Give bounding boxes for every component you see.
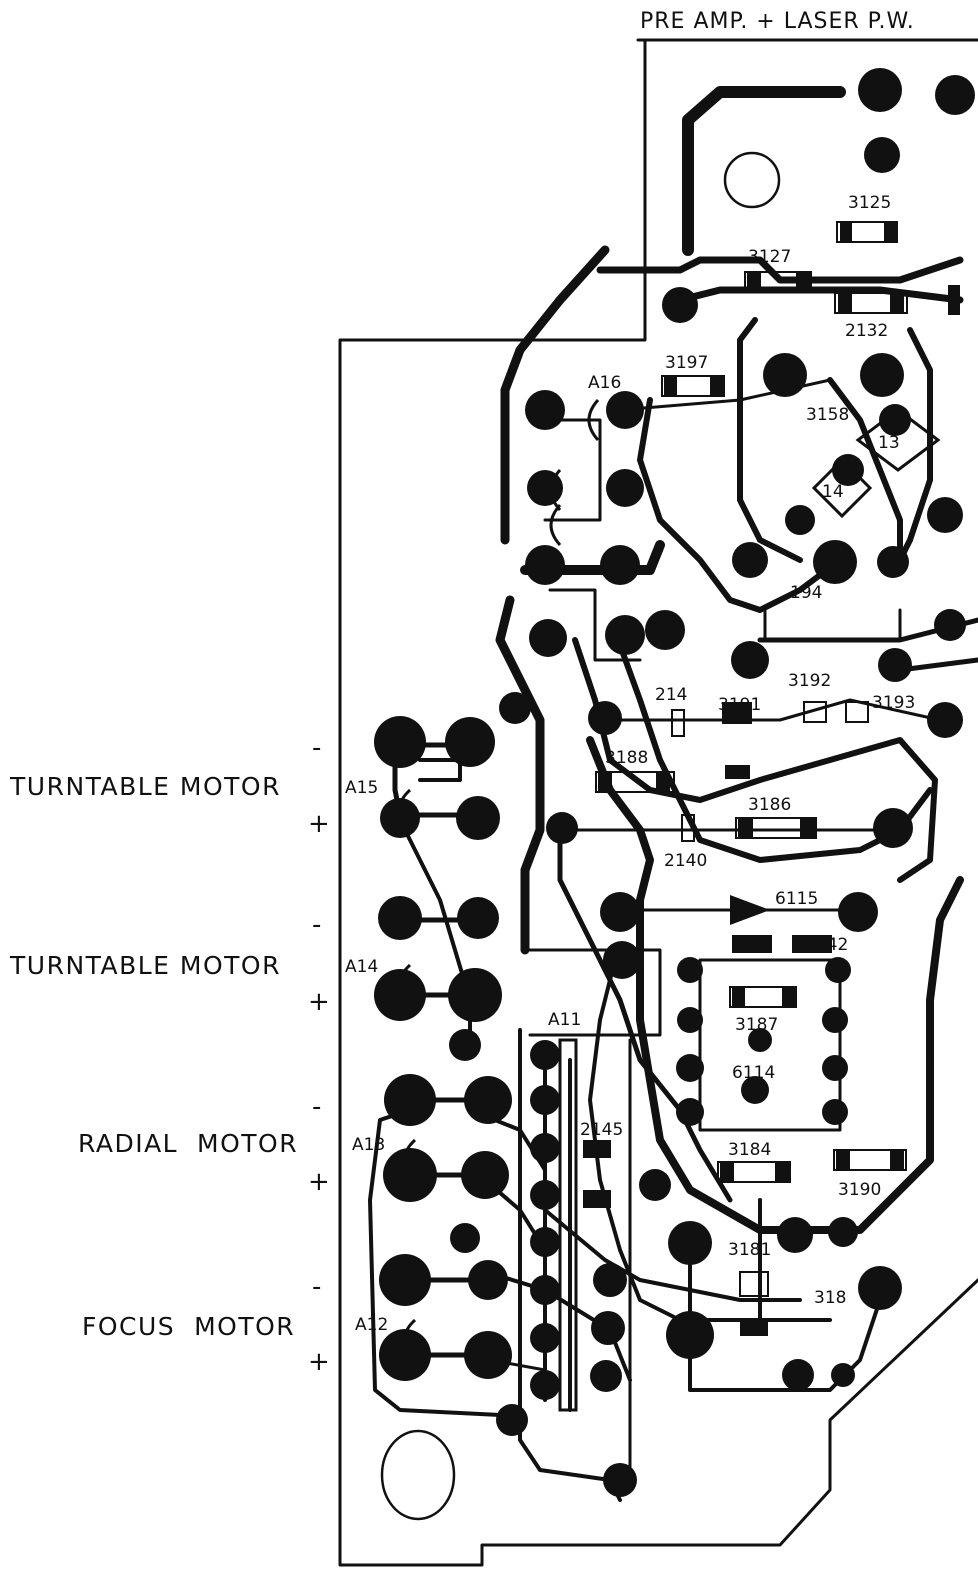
ref-13: 13 (878, 433, 900, 453)
smd-components (558, 221, 960, 1412)
a14-id: A14 (345, 957, 378, 977)
ref-214: 214 (655, 685, 687, 705)
ref-2140: 2140 (664, 851, 707, 871)
a14-minus: - (312, 910, 321, 940)
ref-2132: 2132 (845, 321, 888, 341)
ref-3197: 3197 (665, 353, 708, 373)
a13-plus: + (308, 1167, 330, 1197)
a13-id: A13 (352, 1135, 385, 1155)
ref-3192: 3192 (788, 671, 831, 691)
ref-a16: A16 (588, 373, 621, 393)
solder-pads (374, 68, 975, 1497)
board-title: PRE AMP. + LASER P.W. (640, 9, 915, 34)
a12-minus: - (312, 1272, 321, 1302)
ref-3193: 3193 (872, 693, 915, 713)
connector-label-a12: - FOCUS MOTOR A12 + (82, 1272, 388, 1377)
ref-2145: 2145 (580, 1120, 623, 1140)
ref-2142: 2142 (805, 935, 848, 955)
ref-6115: 6115 (775, 889, 818, 909)
ref-3187: 3187 (735, 1015, 778, 1035)
a12-id: A12 (355, 1315, 388, 1335)
a15-plus: + (308, 809, 330, 839)
mounting-hole (380, 1429, 456, 1521)
ref-6114: 6114 (732, 1063, 775, 1083)
ref-3191: 3191 (718, 695, 761, 715)
a12-name: FOCUS MOTOR (82, 1312, 295, 1341)
ref-3158: 3158 (806, 405, 849, 425)
ref-3127: 3127 (748, 247, 791, 267)
ref-3188: 3188 (605, 748, 648, 768)
ref-a11: A11 (548, 1010, 581, 1030)
ref-3190: 3190 (838, 1180, 881, 1200)
ref-3125: 3125 (848, 193, 891, 213)
a15-id: A15 (345, 778, 378, 798)
connector-label-a13: - RADIAL MOTOR A13 + (78, 1092, 385, 1197)
ref-14: 14 (822, 482, 844, 502)
a13-minus: - (312, 1092, 321, 1122)
a13-name: RADIAL MOTOR (78, 1129, 298, 1158)
board-outline (338, 38, 978, 1567)
ref-3185: 318 (814, 1288, 846, 1308)
a14-plus: + (308, 987, 330, 1017)
a12-plus: + (308, 1347, 330, 1377)
a15-name: TURNTABLE MOTOR (9, 772, 281, 801)
connector-label-a14: - TURNTABLE MOTOR A14 + (9, 910, 378, 1017)
a14-name: TURNTABLE MOTOR (9, 951, 281, 980)
ref-3181: 3181 (728, 1240, 771, 1260)
component-labels: 3125 3127 2132 3197 A16 3158 13 14 194 2… (548, 193, 915, 1308)
ref-3184: 3184 (728, 1140, 771, 1160)
mounting-hole (723, 151, 781, 209)
ref-3194: 194 (790, 583, 822, 603)
ref-3186: 3186 (748, 795, 791, 815)
connector-label-a15: - TURNTABLE MOTOR A15 + (9, 733, 378, 839)
a15-minus: - (312, 733, 321, 763)
